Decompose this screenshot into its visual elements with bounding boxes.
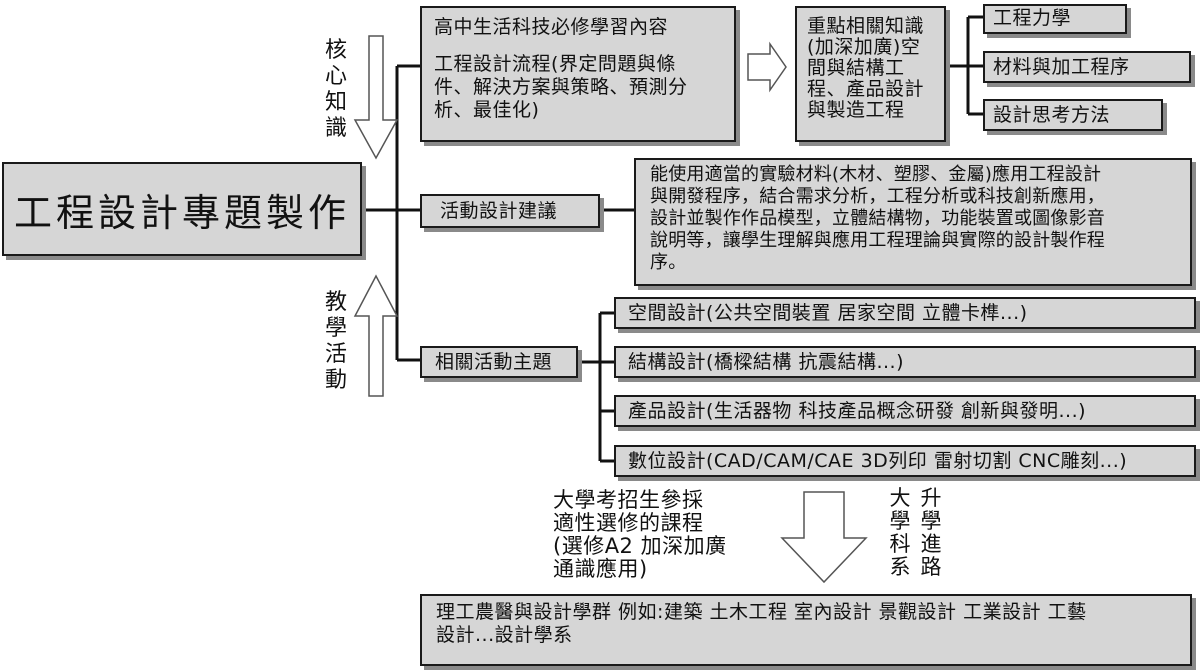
main-title: 工程設計專題製作 [13, 190, 350, 235]
university-groups-box: 理工農醫與設計學群 例如:建築 土木工程 室內設計 景觀設計 工業設計 工藝 設… [420, 594, 1192, 666]
related-topic-item: 結構設計(橋樑結構 抗震結構...) [614, 346, 1196, 378]
activity-suggestion-label: 活動設計建議 [440, 200, 558, 222]
advanced-topic-box: 設計思考方法 [983, 99, 1163, 131]
related-topic-item: 數位設計(CAD/CAM/CAE 3D列印 雷射切割 CNC雕刻...) [614, 445, 1196, 477]
teaching-activities-label: 教學活動 [324, 290, 347, 393]
related-topic-structure: 結構設計(橋樑結構 抗震結構...) [628, 351, 904, 373]
advanced-topic-mechanics: 工程力學 [993, 7, 1072, 29]
related-topics-label: 相關活動主題 [435, 351, 553, 373]
core-knowledge-label: 核心知識 [324, 38, 347, 141]
advanced-knowledge-box: 重點相關知識 (加深加廣)空 間與結構工 程、產品設計 與製造工程 [795, 6, 946, 142]
activity-description-text: 能使用適當的實驗材料(木材、塑膠、金屬)應用工程設計 與開發程序，結合需求分析，… [650, 164, 1105, 273]
activity-description-box: 能使用適當的實驗材料(木材、塑膠、金屬)應用工程設計 與開發程序，結合需求分析，… [634, 158, 1192, 286]
university-courses-text: 大學考招生參採 適性選修的課程 (選修A2 加深加廣 通識應用) [553, 488, 727, 581]
advanced-topic-materials: 材料與加工程序 [993, 56, 1130, 78]
university-departments-label: 大學科系 [889, 486, 911, 579]
activity-suggestion-box: 活動設計建議 [420, 194, 600, 228]
related-topic-item: 空間設計(公共空間裝置 居家空間 立體卡榫...) [614, 297, 1196, 329]
core-content-body: 工程設計流程(界定問題與條 件、解決方案與策略、預測分 析、最佳化) [434, 53, 688, 121]
related-topic-digital: 數位設計(CAD/CAM/CAE 3D列印 雷射切割 CNC雕刻...) [628, 450, 1128, 472]
related-topic-product: 產品設計(生活器物 科技產品概念研發 創新與發明...) [628, 400, 1087, 422]
further-study-path-label: 升學進路 [920, 486, 942, 579]
related-topic-item: 產品設計(生活器物 科技產品概念研發 創新與發明...) [614, 395, 1196, 427]
related-topic-space: 空間設計(公共空間裝置 居家空間 立體卡榫...) [628, 302, 1028, 324]
advanced-topic-box: 材料與加工程序 [983, 51, 1191, 83]
advanced-topic-design-thinking: 設計思考方法 [993, 104, 1111, 126]
core-content-title: 高中生活科技必修學習內容 [434, 16, 669, 38]
advanced-topic-box: 工程力學 [983, 4, 1127, 34]
advanced-knowledge-text: 重點相關知識 (加深加廣)空 間與結構工 程、產品設計 與製造工程 [807, 15, 925, 121]
related-topics-box: 相關活動主題 [420, 346, 578, 378]
university-groups-text: 理工農醫與設計學群 例如:建築 土木工程 室內設計 景觀設計 工業設計 工藝 設… [436, 601, 1087, 646]
main-title-box: 工程設計專題製作 [2, 162, 362, 256]
core-content-box: 高中生活科技必修學習內容 工程設計流程(界定問題與條 件、解決方案與策略、預測分… [420, 6, 736, 142]
